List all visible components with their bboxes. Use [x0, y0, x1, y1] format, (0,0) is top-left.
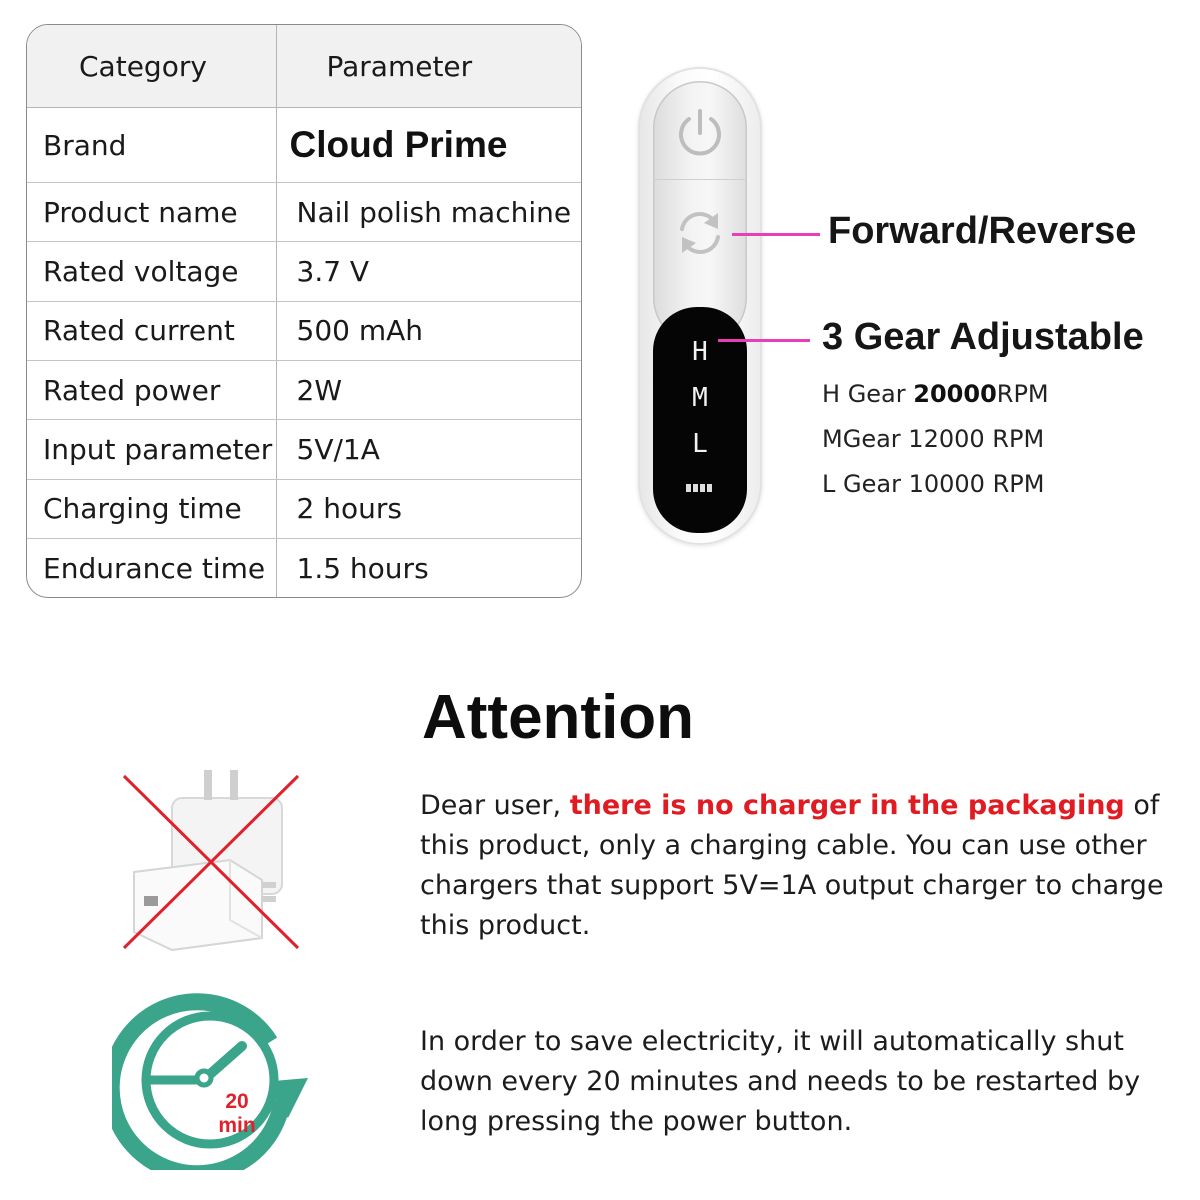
gear-row-l: L Gear 10000 RPM — [822, 470, 1044, 498]
row-value: 5V/1A — [276, 419, 581, 480]
device-control-panel: H M L — [638, 67, 762, 545]
auto-shutdown-notice: In order to save electricity, it will au… — [420, 1026, 1141, 1137]
row-value: Nail polish machine — [276, 182, 581, 243]
row-value: 500 mAh — [276, 301, 581, 362]
table-header-row: Category Parameter — [27, 25, 581, 108]
timer-icon: 20 min — [102, 990, 312, 1183]
table-row: Endurance time 1.5 hours — [27, 538, 581, 597]
row-key: Input parameter — [27, 419, 277, 480]
timer-number: 20 — [225, 1090, 249, 1113]
row-key: Brand — [27, 107, 277, 184]
row-value: 1.5 hours — [296, 551, 429, 585]
notice-highlight: there is no charger in the packaging — [569, 790, 1125, 821]
gear-callout-line — [718, 339, 810, 342]
charger-notice: Dear user, there is no charger in the pa… — [420, 786, 1180, 946]
gear-label: Gear — [842, 425, 901, 453]
header-category: Category — [27, 25, 277, 108]
table-row: Brand Cloud Prime — [27, 107, 581, 184]
row-key: Rated current — [27, 301, 277, 362]
table-row: Input parameter 5V/1A — [27, 419, 581, 480]
row-key: Rated power — [27, 360, 277, 421]
gear-row-h: H Gear 20000RPM — [822, 380, 1049, 408]
table-row: Rated voltage 3.7 V — [27, 241, 581, 302]
gear-display: H M L — [653, 307, 747, 533]
spec-table: Category Parameter Brand Cloud Prime Pro… — [26, 24, 582, 598]
display-letter-h: H — [692, 337, 708, 367]
gear-letter: H — [822, 380, 841, 408]
gear-rpm: 12000 — [908, 425, 985, 453]
button-divider — [653, 179, 747, 180]
row-value: 3.7 V — [276, 241, 581, 302]
row-key: Charging time — [27, 479, 277, 540]
gear-letter: L — [822, 470, 836, 498]
no-charger-icon — [112, 762, 312, 958]
table-row: Charging time 2 hours — [27, 479, 581, 540]
attention-title: Attention — [422, 683, 695, 752]
row-value: 2 hours — [276, 479, 581, 540]
gear-label: Gear — [847, 380, 906, 408]
gear-unit: RPM — [992, 425, 1045, 453]
row-key: Endurance time — [27, 538, 277, 597]
display-letter-l: L — [692, 429, 708, 459]
header-parameter: Parameter — [276, 25, 581, 108]
gear-rpm: 20000 — [913, 380, 997, 408]
notice-suffix: of this product, only a charging cable. … — [420, 790, 1164, 941]
row-value: 2W — [276, 360, 581, 421]
gear-letter: M — [822, 425, 843, 453]
gear-unit: RPM — [992, 470, 1045, 498]
table-row: Rated power 2W — [27, 360, 581, 421]
gear-label: Gear — [843, 470, 901, 498]
brand-value: Cloud Prime — [276, 107, 581, 184]
gear-row-m: MGear 12000 RPM — [822, 425, 1044, 453]
forward-reverse-callout-line — [732, 233, 820, 236]
power-icon[interactable] — [668, 101, 732, 169]
row-key: Rated voltage — [27, 241, 277, 302]
table-row: Product name Nail polish machine — [27, 182, 581, 243]
gear-rpm: 10000 — [908, 470, 985, 498]
battery-indicator-icon — [686, 484, 712, 492]
table-row: Rated current 500 mAh — [27, 301, 581, 362]
forward-reverse-label: Forward/Reverse — [828, 210, 1137, 252]
row-key: Product name — [27, 182, 277, 243]
forward-reverse-icon[interactable] — [668, 201, 732, 269]
gear-adjustable-title: 3 Gear Adjustable — [822, 316, 1144, 358]
timer-unit: min — [218, 1114, 256, 1137]
notice-prefix: Dear user, — [420, 790, 570, 821]
display-letter-m: M — [692, 383, 708, 413]
gear-unit: RPM — [996, 380, 1049, 408]
